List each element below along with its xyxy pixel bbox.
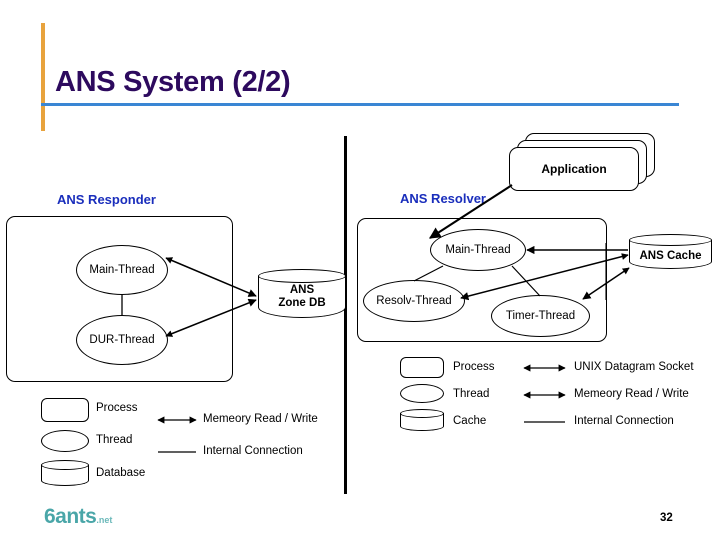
legend-right-internal-conn-label: Internal Connection [574,415,674,427]
legend-left-database-icon [41,460,89,488]
ans-zone-db-cylinder: ANS Zone DB [258,269,346,322]
legend-right-thread-label: Thread [453,388,490,400]
ans-cache-cylinder: ANS Cache [629,234,712,274]
legend-left-process-label: Process [96,402,138,414]
legend-right-cache-label: Cache [453,415,487,427]
responder-section-label: ANS Responder [57,192,156,207]
page-number: 32 [660,512,673,524]
cylinder-body [41,465,89,486]
responder-main-thread: Main-Thread [76,245,168,295]
legend-right-thread-icon [400,384,444,403]
legend-right-process-label: Process [453,361,495,373]
resolver-resolv-thread: Resolv-Thread [363,280,465,322]
application-stack: Application [509,133,657,195]
cylinder-top-ellipse [400,409,444,418]
legend-right-unix-socket-label: UNIX Datagram Socket [574,361,694,373]
legend-left-thread-icon [41,430,89,452]
section-divider [344,136,347,494]
resolver-main-thread: Main-Thread [430,229,526,271]
legend-left-memory-rw-label: Memeory Read / Write [203,413,318,425]
cylinder-top-ellipse [629,234,712,246]
resolver-resolv-thread-label: Resolv-Thread [376,295,452,307]
legend-left-thread-label: Thread [96,434,133,446]
responder-dur-thread: DUR-Thread [76,315,168,365]
ans-zone-db-label-line2: Zone DB [278,297,326,309]
title-underline-rule [41,103,679,106]
cylinder-body [258,276,346,318]
legend-left-process-icon [41,398,89,422]
legend-right-process-icon [400,357,444,378]
resolver-timer-thread-label: Timer-Thread [505,310,576,322]
responder-main-thread-label: Main-Thread [89,264,155,276]
title-accent-bar [41,23,45,131]
application-label: Application [541,162,607,176]
ans-zone-db-label-line1: ANS [289,284,315,296]
resolver-timer-thread: Timer-Thread [491,295,590,337]
brand-logo-tld: .net [96,515,113,525]
legend-right-memory-rw-label: Memeory Read / Write [574,388,689,400]
page-title: ANS System (2/2) [55,66,291,98]
legend-left-internal-conn-label: Internal Connection [203,445,303,457]
legend-left-database-label: Database [96,467,146,479]
resolver-main-thread-label: Main-Thread [445,244,511,256]
brand-logo-name: 6ants [44,505,97,528]
cylinder-top-ellipse [41,460,89,470]
ans-cache-label: ANS Cache [639,250,702,262]
resolver-section-label: ANS Resolver [400,191,486,206]
legend-right-cache-icon [400,409,444,433]
brand-logo: 6ants.net [44,505,112,529]
cylinder-top-ellipse [258,269,346,283]
application-card-front: Application [509,147,639,191]
responder-dur-thread-label: DUR-Thread [89,334,155,346]
